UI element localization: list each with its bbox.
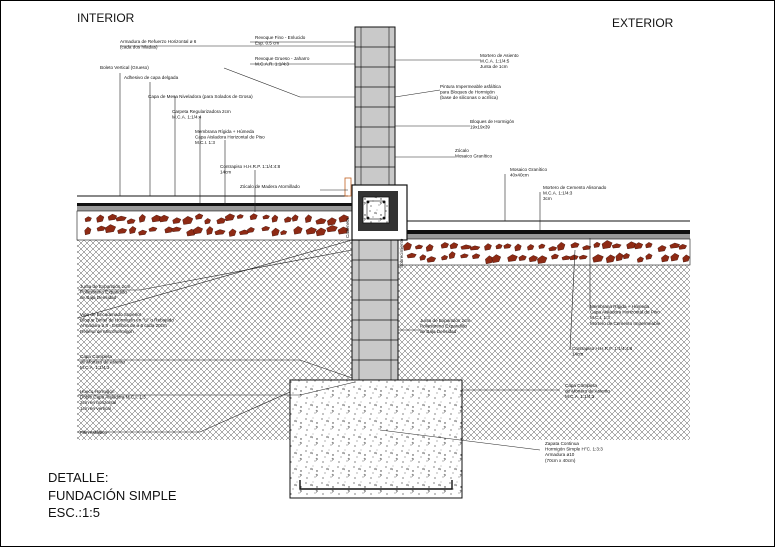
leader-lines: [77, 41, 591, 451]
annotation-labels: Armadura de Refuerzo Horizontal ø 6(cada…: [80, 35, 661, 463]
exterior-heading: EXTERIOR: [612, 16, 674, 30]
title-name: FUNDACIÓN SIMPLE: [48, 488, 177, 503]
block-wall: [351, 26, 399, 381]
annotation-label: Armadura de Refuerzo Horizontal ø 6(cada…: [120, 39, 197, 50]
title-detail: DETALLE:: [48, 470, 108, 485]
annotation-label: Adhesivo de capa delgada: [124, 75, 179, 80]
exterior-floor: [397, 220, 691, 266]
annotation-label: Zócalo de Madera Atornillado: [240, 184, 300, 189]
bond-beam-tag: Cadeneta: [345, 218, 350, 238]
interior-floor: [76, 195, 353, 241]
bond-beam: [344, 177, 408, 241]
title-scale: ESC.:1:5: [48, 505, 100, 520]
annotation-label: Capa de Mesa Niveladora (para Solados de…: [148, 94, 253, 99]
annotation-label: Boleto Vertical (Grueso): [100, 65, 149, 70]
exterior-gravel-stones: [403, 240, 690, 265]
title-block: DETALLE: FUNDACIÓN SIMPLE ESC.:1:5: [48, 470, 177, 520]
annotation-label: Film Asfáltico: [80, 430, 108, 435]
concrete-footing: [289, 379, 463, 499]
interior-gravel-stones: [84, 213, 349, 237]
interior-heading: INTERIOR: [77, 11, 135, 25]
plinth-tag: Sobrecimiento: [399, 238, 404, 268]
